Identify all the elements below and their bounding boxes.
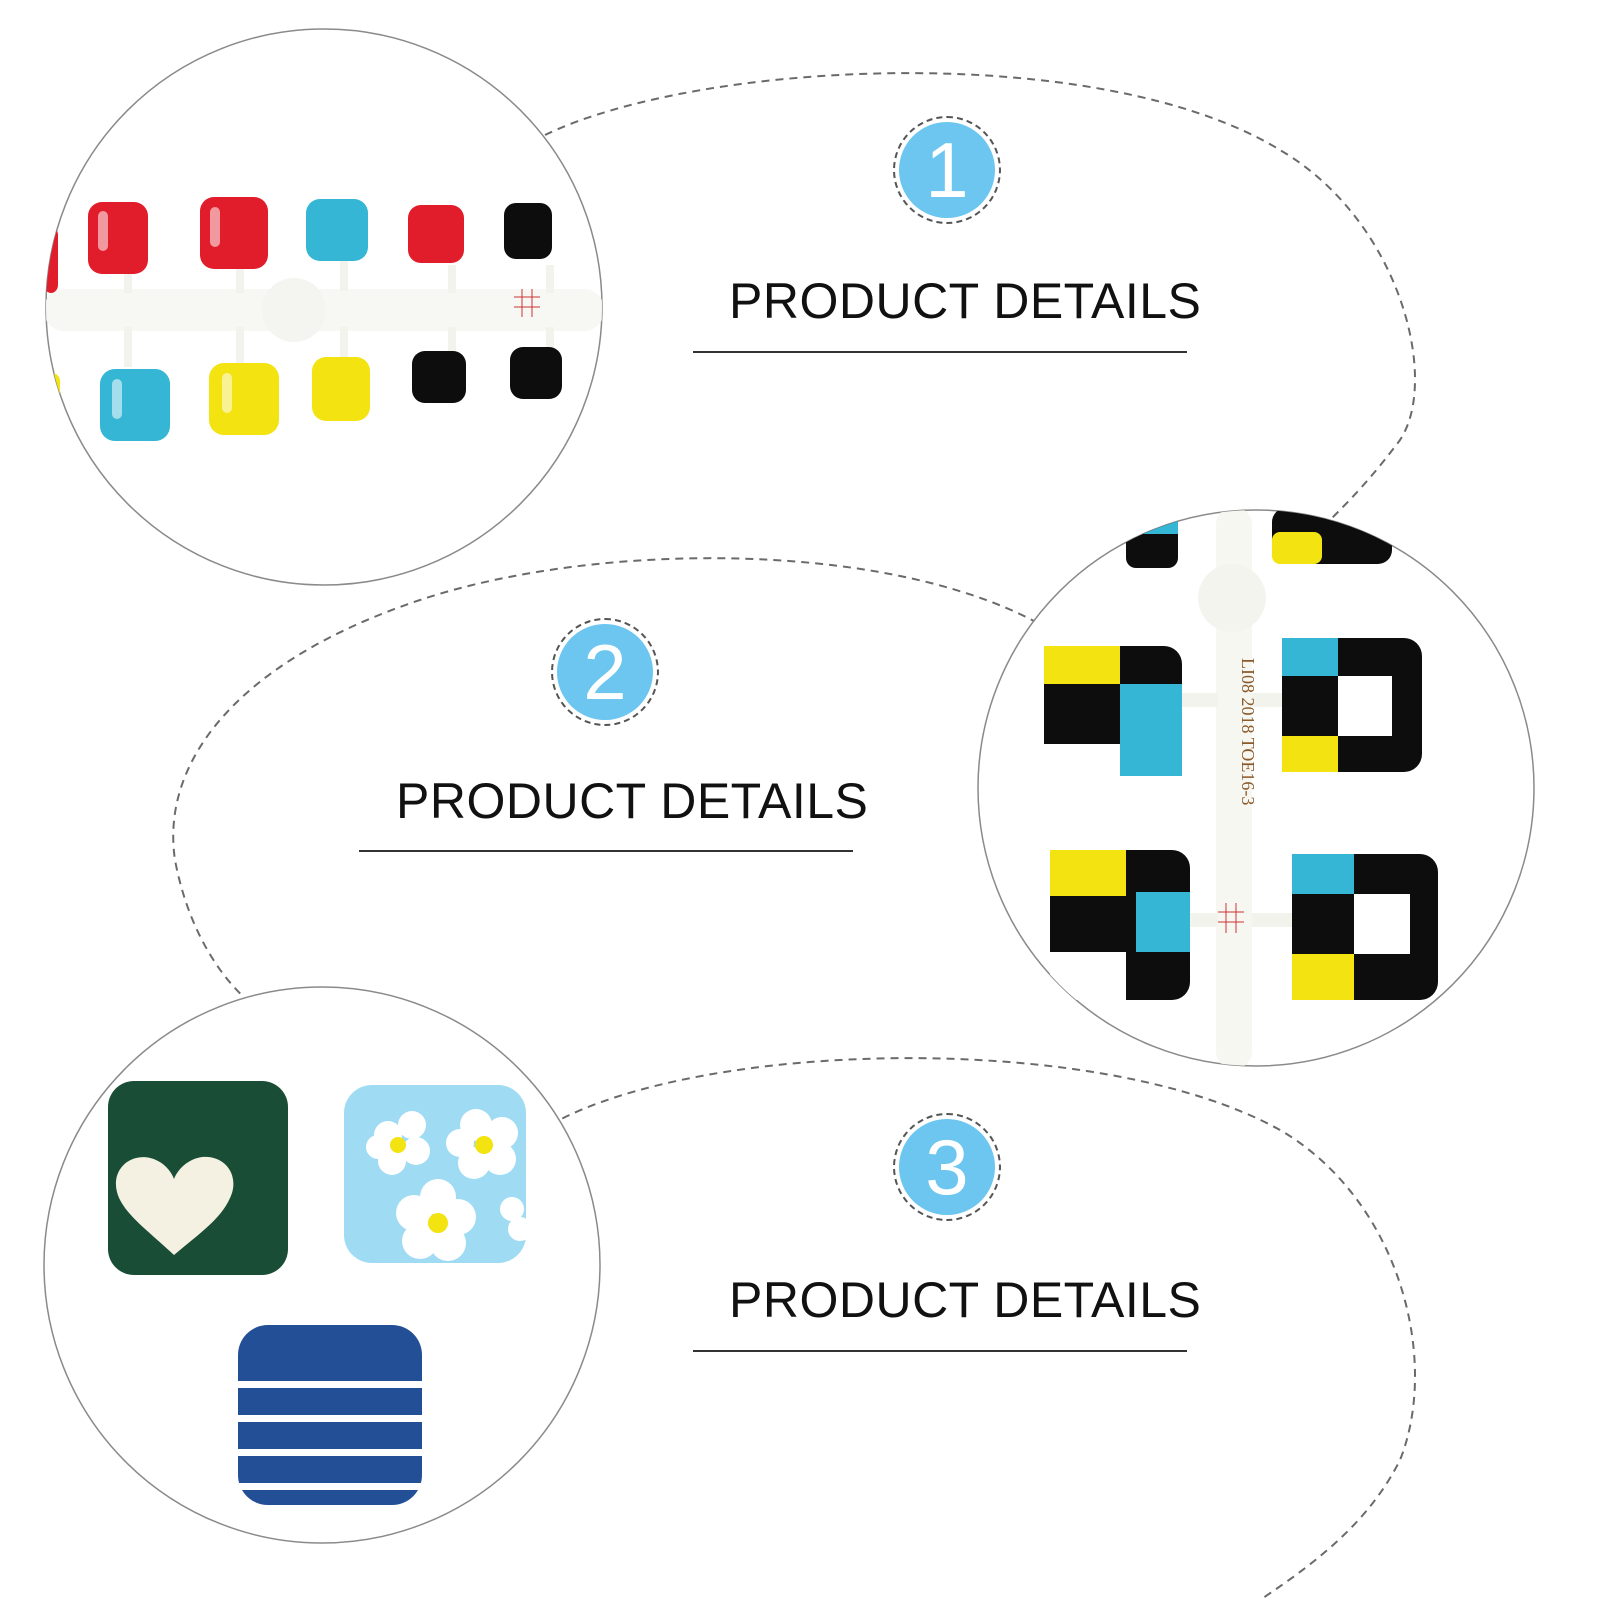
checker-tip [1282,638,1422,772]
mold-mark [514,289,540,317]
cyan-tip [306,199,368,261]
step-number: 3 [925,1123,969,1211]
title-underline [693,351,1187,353]
step-number: 2 [583,628,627,716]
red-tip [88,202,148,274]
step-number: 1 [925,126,969,214]
tip-imprint: LI08 2018 TOE16-3 [1238,658,1258,805]
stripe-pattern [238,1381,422,1490]
arc-3 [549,1057,1416,1600]
photo-circle-checker-tips: LI08 2018 TOE16-3 [977,509,1535,1067]
step-badge-2 [551,618,659,726]
tip-carrier [1216,510,1252,1066]
title-underline [693,1350,1187,1352]
title-underline [359,850,853,852]
section-title: PRODUCT DETAILS [396,773,869,829]
checker-tip [1044,646,1182,776]
black-tip [504,203,552,259]
green-heart-tip [108,1081,288,1275]
arc-1 [544,72,1416,521]
black-tip [510,347,562,399]
checker-tip [1292,854,1438,1000]
photo-circle-art-tips [43,986,601,1544]
top-row-tips [46,197,552,293]
mold-mark [1218,903,1244,933]
red-tip [408,205,464,263]
black-tip [412,351,466,403]
checker-tip [1050,850,1190,1000]
bottom-row-tips [46,347,562,441]
section-title: PRODUCT DETAILS [729,1272,1202,1328]
daisy-tip [344,1085,532,1263]
heart-icon [115,1156,234,1255]
step-badge-1 [893,116,1001,224]
section-title: PRODUCT DETAILS [729,273,1202,329]
daisy-icon [366,1111,430,1175]
yellow-tip [312,357,370,421]
arc-2 [172,557,1051,1011]
cyan-tip [100,369,170,441]
photo-circle-solid-tips [45,28,603,586]
yellow-tip [209,363,279,435]
stripe-tip [238,1325,422,1505]
step-badge-3 [893,1113,1001,1221]
